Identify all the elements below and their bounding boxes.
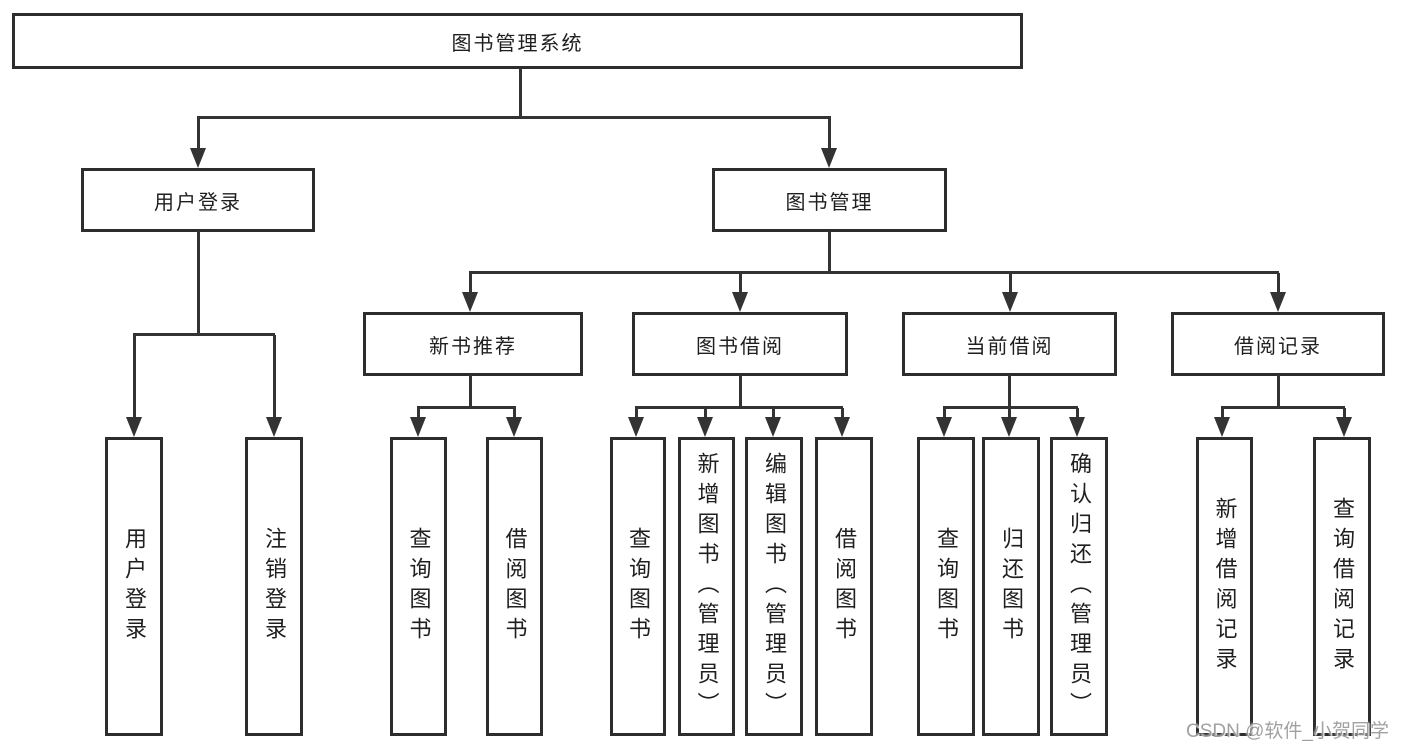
- connector-line: [1009, 273, 1012, 294]
- connector-line: [519, 68, 522, 118]
- arrow-down-icon: [765, 417, 781, 437]
- connector-line: [635, 408, 638, 419]
- arrow-down-icon: [266, 417, 282, 437]
- connector-line: [197, 116, 831, 119]
- arrow-down-icon: [1270, 292, 1286, 312]
- node-label: 新书推荐: [429, 335, 517, 358]
- node-new-book-recommend: 新书推荐: [363, 312, 583, 376]
- node-user-login: 用户登录: [81, 168, 315, 232]
- arrow-down-icon: [628, 417, 644, 437]
- arrow-down-icon: [506, 417, 522, 437]
- node-label: 借阅记录: [1234, 335, 1322, 358]
- node-label: 图书管理系统: [451, 32, 584, 55]
- node-label: 查询借阅记录: [1330, 496, 1355, 677]
- connector-line: [1277, 375, 1280, 408]
- arrow-down-icon: [126, 417, 142, 437]
- connector-line: [133, 333, 275, 336]
- arrow-down-icon: [1336, 417, 1352, 437]
- arrow-down-icon: [732, 292, 748, 312]
- connector-line: [739, 273, 742, 294]
- connector-line: [704, 408, 707, 419]
- node-borrow-records: 借阅记录: [1171, 312, 1385, 376]
- node-current-borrow: 当前借阅: [902, 312, 1117, 376]
- connector-line: [1008, 375, 1011, 408]
- arrow-down-icon: [410, 417, 426, 437]
- connector-line: [133, 335, 136, 419]
- arrow-down-icon: [190, 148, 206, 168]
- connector-line: [417, 406, 516, 409]
- leaf-borrow-books: 借阅图书: [815, 437, 873, 736]
- node-book-management: 图书管理: [712, 168, 947, 232]
- arrow-down-icon: [936, 417, 952, 437]
- connector-line: [828, 231, 831, 273]
- connector-line: [197, 231, 200, 335]
- leaf-logout: 注销登录: [245, 437, 303, 736]
- arrow-down-icon: [834, 417, 850, 437]
- arrow-down-icon: [1002, 292, 1018, 312]
- node-library-system: 图书管理系统: [12, 13, 1023, 69]
- csdn-watermark: CSDN @软件_小贺同学: [1186, 721, 1389, 742]
- connector-line: [1343, 408, 1346, 419]
- leaf-edit-book-admin: 编辑图书（管理员）: [745, 437, 803, 736]
- leaf-add-borrow-record: 新增借阅记录: [1196, 437, 1253, 736]
- leaf-query-books-recommend: 查询图书: [390, 437, 447, 736]
- arrow-down-icon: [462, 292, 478, 312]
- node-label: 归还图书: [999, 526, 1024, 647]
- arrow-down-icon: [821, 148, 837, 168]
- node-book-borrow: 图书借阅: [632, 312, 848, 376]
- connector-line: [197, 118, 200, 152]
- connector-line: [943, 406, 1078, 409]
- connector-line: [635, 406, 843, 409]
- arrow-down-icon: [1214, 417, 1230, 437]
- leaf-query-borrow-record: 查询借阅记录: [1313, 437, 1371, 736]
- connector-line: [469, 273, 472, 294]
- leaf-confirm-return-admin: 确认归还（管理员）: [1050, 437, 1108, 736]
- arrow-down-icon: [1069, 417, 1085, 437]
- connector-line: [828, 118, 831, 152]
- leaf-add-book-admin: 新增图书（管理员）: [678, 437, 735, 736]
- connector-line: [273, 335, 276, 419]
- leaf-user-login: 用户登录: [105, 437, 163, 736]
- connector-line: [739, 375, 742, 408]
- node-label: 图书管理: [785, 191, 874, 214]
- connector-line: [772, 408, 775, 419]
- node-label: 查询图书: [406, 526, 432, 647]
- arrow-down-icon: [1001, 417, 1017, 437]
- connector-line: [943, 408, 946, 419]
- node-label: 新增借阅记录: [1212, 496, 1238, 677]
- connector-line: [1076, 408, 1079, 419]
- node-label: 借阅图书: [832, 526, 857, 647]
- connector-line: [1277, 273, 1280, 294]
- node-label: 当前借阅: [965, 335, 1054, 358]
- connector-line: [469, 271, 1279, 274]
- leaf-return-books: 归还图书: [982, 437, 1040, 736]
- node-label: 编辑图书（管理员）: [762, 451, 787, 722]
- node-label: 借阅图书: [502, 526, 528, 647]
- node-label: 用户登录: [122, 526, 147, 647]
- node-label: 注销登录: [262, 526, 287, 647]
- leaf-query-books-borrow: 查询图书: [610, 437, 666, 736]
- connector-line: [1221, 408, 1224, 419]
- arrow-down-icon: [697, 417, 713, 437]
- node-label: 查询图书: [626, 526, 651, 647]
- node-label: 图书借阅: [696, 335, 784, 358]
- leaf-borrow-books-recommend: 借阅图书: [486, 437, 543, 736]
- connector-line: [417, 408, 420, 419]
- node-label: 用户登录: [154, 191, 242, 214]
- node-label: 确认归还（管理员）: [1067, 451, 1092, 722]
- connector-line: [513, 408, 516, 419]
- connector-line: [841, 408, 844, 419]
- leaf-query-books-current: 查询图书: [917, 437, 975, 736]
- node-label: 查询图书: [934, 526, 959, 647]
- connector-line: [469, 375, 472, 408]
- connector-line: [1221, 406, 1345, 409]
- node-label: 新增图书（管理员）: [694, 451, 720, 722]
- connector-line: [1008, 408, 1011, 419]
